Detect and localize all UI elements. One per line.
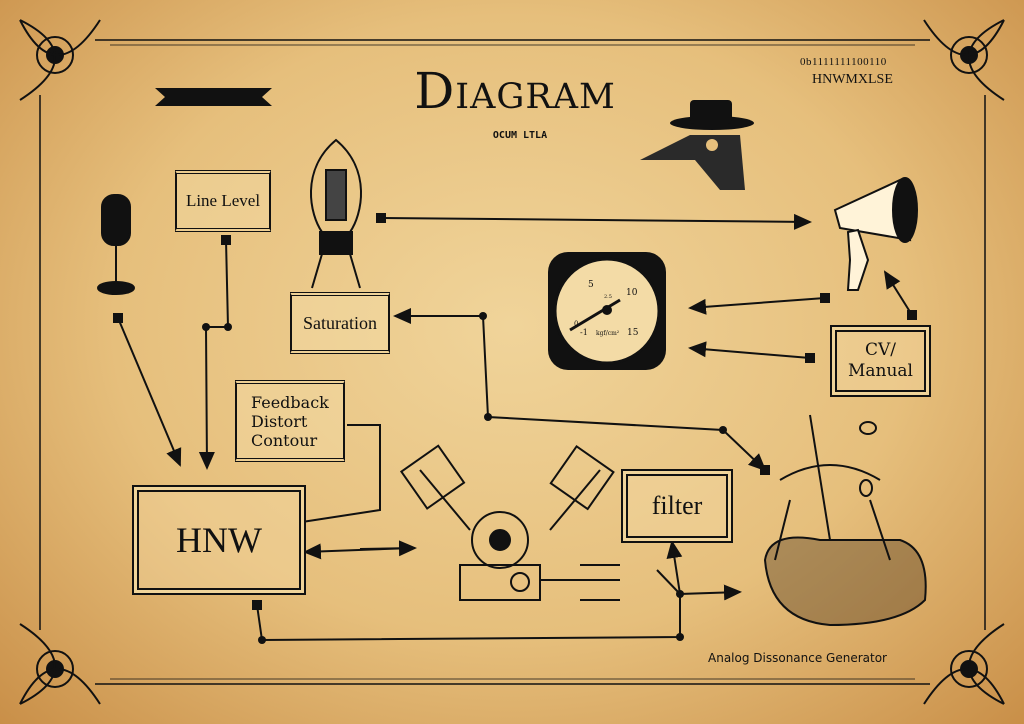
hnw-label: HNW — [176, 520, 262, 560]
cv-label: CV/ — [864, 340, 896, 360]
vacuum-tube-icon — [310, 138, 362, 289]
distort-label: Distort — [251, 411, 308, 431]
cv-manual-box: CV/ Manual — [835, 330, 926, 392]
binary-code: 0b1111111100110 — [800, 56, 887, 68]
manual-label: Manual — [847, 361, 913, 381]
gauge-tick-15: 15 — [627, 328, 639, 338]
saturation-label: Saturation — [303, 312, 377, 333]
medical-apparatus-icon — [763, 414, 927, 627]
hnw-box: HNW — [137, 490, 301, 590]
engine-icon — [399, 444, 620, 601]
line-level-label: Line Level — [185, 191, 261, 210]
microphone-icon — [97, 194, 135, 295]
gauge-tick-2-5: 2.5 — [604, 294, 612, 300]
corner-ornament-icon — [19, 19, 1005, 705]
wire-nodes — [113, 213, 917, 644]
ornamental-border — [39, 39, 986, 685]
filter-label: filter — [651, 491, 703, 520]
line-level-box: Line Level — [175, 170, 271, 232]
megaphone-icon — [833, 177, 918, 291]
plague-doctor-icon — [640, 100, 754, 190]
feedback-box: Feedback Distort Contour — [235, 380, 345, 462]
title-logo: OCUM LTLA — [492, 130, 548, 141]
banner-ribbon — [155, 88, 272, 106]
gauge-tick-minus-1: -1 — [580, 328, 588, 337]
gauge-tick-5: 5 — [588, 280, 594, 290]
contour-label: Contour — [251, 430, 318, 450]
gauge-tick-10: 10 — [626, 288, 638, 298]
footer-caption: Analog Dissonance Generator — [708, 651, 887, 665]
saturation-box: Saturation — [290, 292, 390, 354]
code-label: HNWMXLSE — [812, 72, 893, 87]
filter-box: filter — [626, 474, 728, 538]
gauge-tick-0: 0 — [574, 320, 579, 328]
gauge-unit: kgf/cm² — [596, 330, 620, 337]
feedback-label: Feedback — [251, 392, 329, 412]
page-title: Diagram — [414, 62, 616, 120]
pressure-gauge-icon — [548, 252, 666, 370]
